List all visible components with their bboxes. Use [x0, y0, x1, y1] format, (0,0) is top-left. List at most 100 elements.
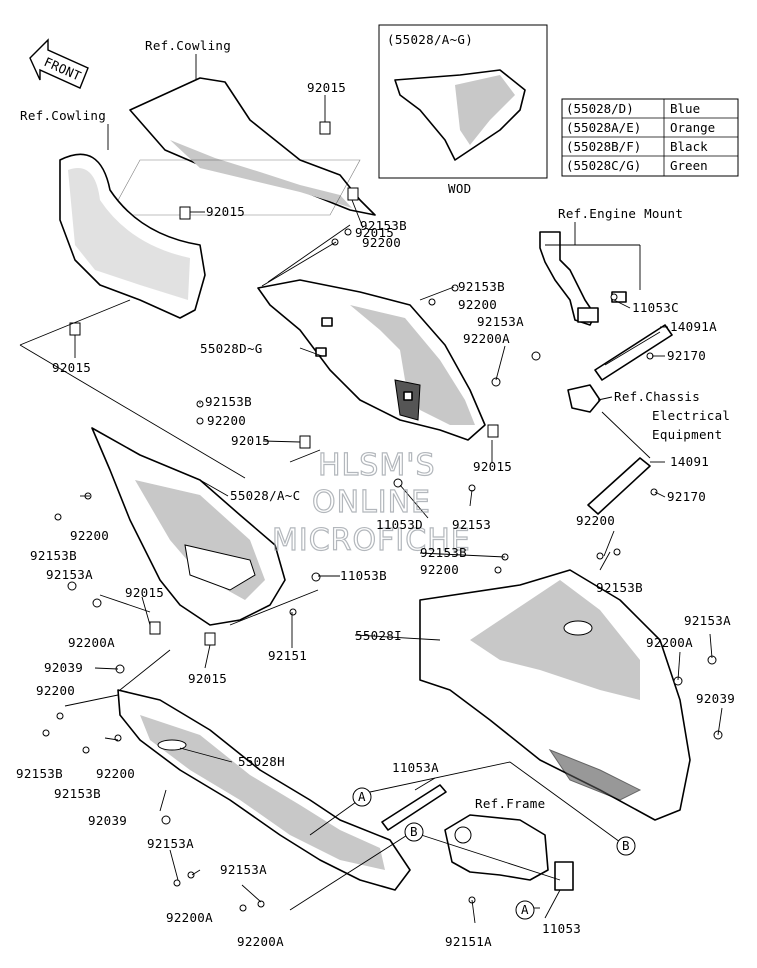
callout-a: [515, 900, 535, 920]
upper-cowling: [109, 77, 376, 216]
engine-mount-bracket: [539, 231, 627, 326]
callout-a-label: A: [358, 789, 366, 804]
left-cowling: [59, 153, 206, 319]
ref-label: Ref.Engine Mount: [558, 206, 683, 221]
part-number: 92200: [96, 766, 135, 781]
part-number: 92039: [88, 813, 127, 828]
callout-b: [616, 836, 636, 856]
variant-box-footer: WOD: [448, 181, 471, 196]
reference-labels: Ref.Cowling Ref.Cowling Ref.Engine Mount…: [20, 38, 730, 811]
part-number: 11053A: [392, 760, 439, 775]
rubber-strip-14091A: [594, 324, 673, 381]
callout-b-label: B: [622, 838, 630, 853]
part-number: 92200: [362, 235, 401, 250]
upper-side-panel: [257, 279, 486, 441]
part-number: 92200A: [68, 635, 115, 650]
left-side-panel: [91, 427, 286, 626]
callout-b: [404, 822, 424, 842]
part-number: 92200A: [646, 635, 693, 650]
part-labels: 92015 92015 92015 92015 92153B 92200 921…: [16, 80, 735, 949]
table-code: (55028/D): [566, 101, 634, 116]
part-number: 92015: [206, 204, 245, 219]
ref-label: Electrical: [652, 408, 730, 423]
callout-a-label: A: [521, 902, 529, 917]
chassis-bracket: [567, 384, 601, 413]
part-number: 14091: [670, 454, 709, 469]
part-number: 92015: [307, 80, 346, 95]
part-number: 92153B: [420, 545, 467, 560]
part-number: 92170: [667, 489, 706, 504]
table-code: (55028C/G): [566, 158, 641, 173]
table-color: Orange: [670, 120, 715, 135]
part-number: 92153A: [684, 613, 731, 628]
part-number: 92153A: [477, 314, 524, 329]
part-number: 92153B: [205, 394, 252, 409]
color-table: (55028/D) Blue (55028A/E) Orange (55028B…: [561, 98, 739, 177]
table-code: (55028A/E): [566, 120, 641, 135]
part-number: 92200: [458, 297, 497, 312]
part-number: 55028D~G: [200, 341, 263, 356]
part-number: 14091A: [670, 319, 717, 334]
part-number: 92153A: [147, 836, 194, 851]
part-number: 92015: [231, 433, 270, 448]
bracket-11053A: [381, 784, 447, 831]
part-number: 92200: [36, 683, 75, 698]
lower-right-panel: [419, 569, 691, 821]
part-number: 92200: [70, 528, 109, 543]
table-color: Black: [670, 139, 708, 154]
part-number: 92151A: [445, 934, 492, 949]
frame-bracket: [444, 814, 574, 891]
variant-box-title: (55028/A~G): [387, 32, 473, 47]
part-number: 92039: [696, 691, 735, 706]
part-number: 92015: [473, 459, 512, 474]
part-number: 55028/A~C: [230, 488, 300, 503]
fasteners: [42, 121, 723, 912]
part-number: 55028I: [355, 628, 402, 643]
part-number: 92200: [576, 513, 615, 528]
ref-label: Equipment: [652, 427, 722, 442]
table-color: Blue: [670, 101, 700, 116]
variant-box: (55028/A~G) WOD: [378, 24, 548, 196]
part-number: 92015: [52, 360, 91, 375]
ref-label: Ref.Cowling: [20, 108, 106, 123]
callouts: A B B A: [352, 787, 636, 920]
ref-label: Ref.Frame: [475, 796, 545, 811]
table-code: (55028B/F): [566, 139, 641, 154]
part-number: 92153B: [360, 218, 407, 233]
part-number: 92153: [452, 517, 491, 532]
part-number: 55028H: [238, 754, 285, 769]
watermark-line: ONLINE: [312, 485, 431, 520]
part-number: 11053: [542, 921, 581, 936]
ref-label: Ref.Cowling: [145, 38, 231, 53]
part-number: 92015: [125, 585, 164, 600]
part-number: 92153B: [54, 786, 101, 801]
table-color: Green: [670, 158, 708, 173]
ref-label: Ref.Chassis: [614, 389, 700, 404]
part-number: 11053B: [340, 568, 387, 583]
part-number: 92039: [44, 660, 83, 675]
part-number: 11053C: [632, 300, 679, 315]
part-number: 92153B: [458, 279, 505, 294]
callout-a: [352, 787, 372, 807]
callout-b-label: B: [410, 824, 418, 839]
part-number: 92153B: [30, 548, 77, 563]
watermark-line: HLSM'S: [318, 448, 436, 483]
part-number: 92200A: [237, 934, 284, 949]
part-number: 11053D: [376, 517, 423, 532]
part-number: 92200: [420, 562, 459, 577]
part-number: 92153A: [220, 862, 267, 877]
part-number: 92170: [667, 348, 706, 363]
part-number: 92200A: [166, 910, 213, 925]
front-arrow-icon: FRONT: [29, 38, 89, 89]
part-number: 92151: [268, 648, 307, 663]
part-number: 92015: [355, 225, 394, 240]
rubber-strip-14091: [587, 457, 651, 515]
watermark: HLSM'S ONLINE MICROFICHE: [271, 447, 471, 558]
watermark-line: MICROFICHE: [272, 523, 471, 558]
part-number: 92153A: [46, 567, 93, 582]
part-number: 92153B: [596, 580, 643, 595]
part-number: 92015: [188, 671, 227, 686]
part-number: 92153B: [16, 766, 63, 781]
